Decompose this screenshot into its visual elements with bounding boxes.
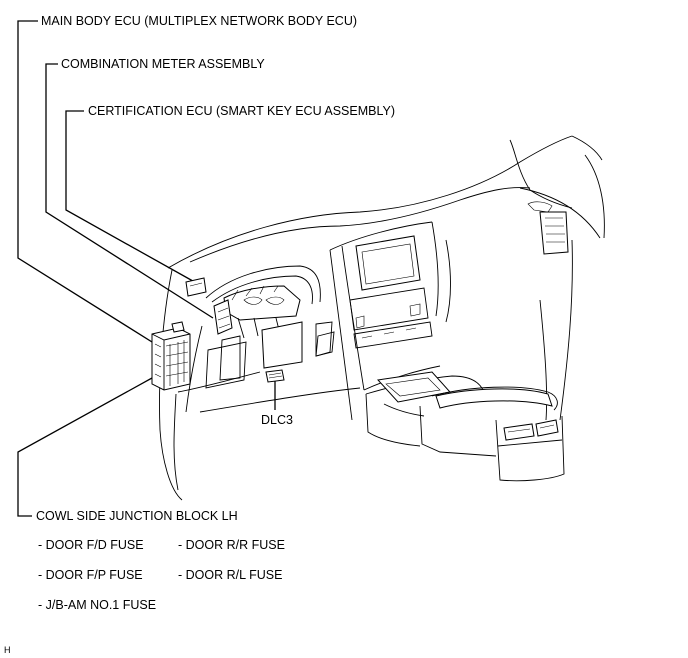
fuse-jb-am1: - J/B-AM NO.1 FUSE	[38, 598, 157, 612]
label-combination-meter: COMBINATION METER ASSEMBLY	[61, 57, 265, 71]
fuse-door-fd: - DOOR F/D FUSE	[38, 538, 144, 552]
label-cowl-side-jb: COWL SIDE JUNCTION BLOCK LH	[36, 509, 238, 523]
dashboard	[151, 135, 605, 501]
leader-main-body-ecu	[17, 20, 161, 348]
display-screen	[355, 235, 421, 291]
label-certification-ecu: CERTIFICATION ECU (SMART KEY ECU ASSEMBL…	[88, 104, 396, 118]
leader-lines	[17, 20, 276, 517]
label-main-body-ecu: MAIN BODY ECU (MULTIPLEX NETWORK BODY EC…	[41, 14, 358, 28]
fuse-door-rr: - DOOR R/R FUSE	[178, 538, 285, 552]
label-dlc3: DLC3	[261, 413, 293, 427]
leader-certification-ecu	[65, 110, 201, 286]
fuse-door-fp: - DOOR F/P FUSE	[38, 568, 143, 582]
fuse-door-rl: - DOOR R/L FUSE	[178, 568, 283, 582]
corner-mark: H	[4, 645, 11, 655]
leader-combination-meter	[45, 63, 214, 319]
leader-cowl-side-jb	[17, 377, 153, 517]
